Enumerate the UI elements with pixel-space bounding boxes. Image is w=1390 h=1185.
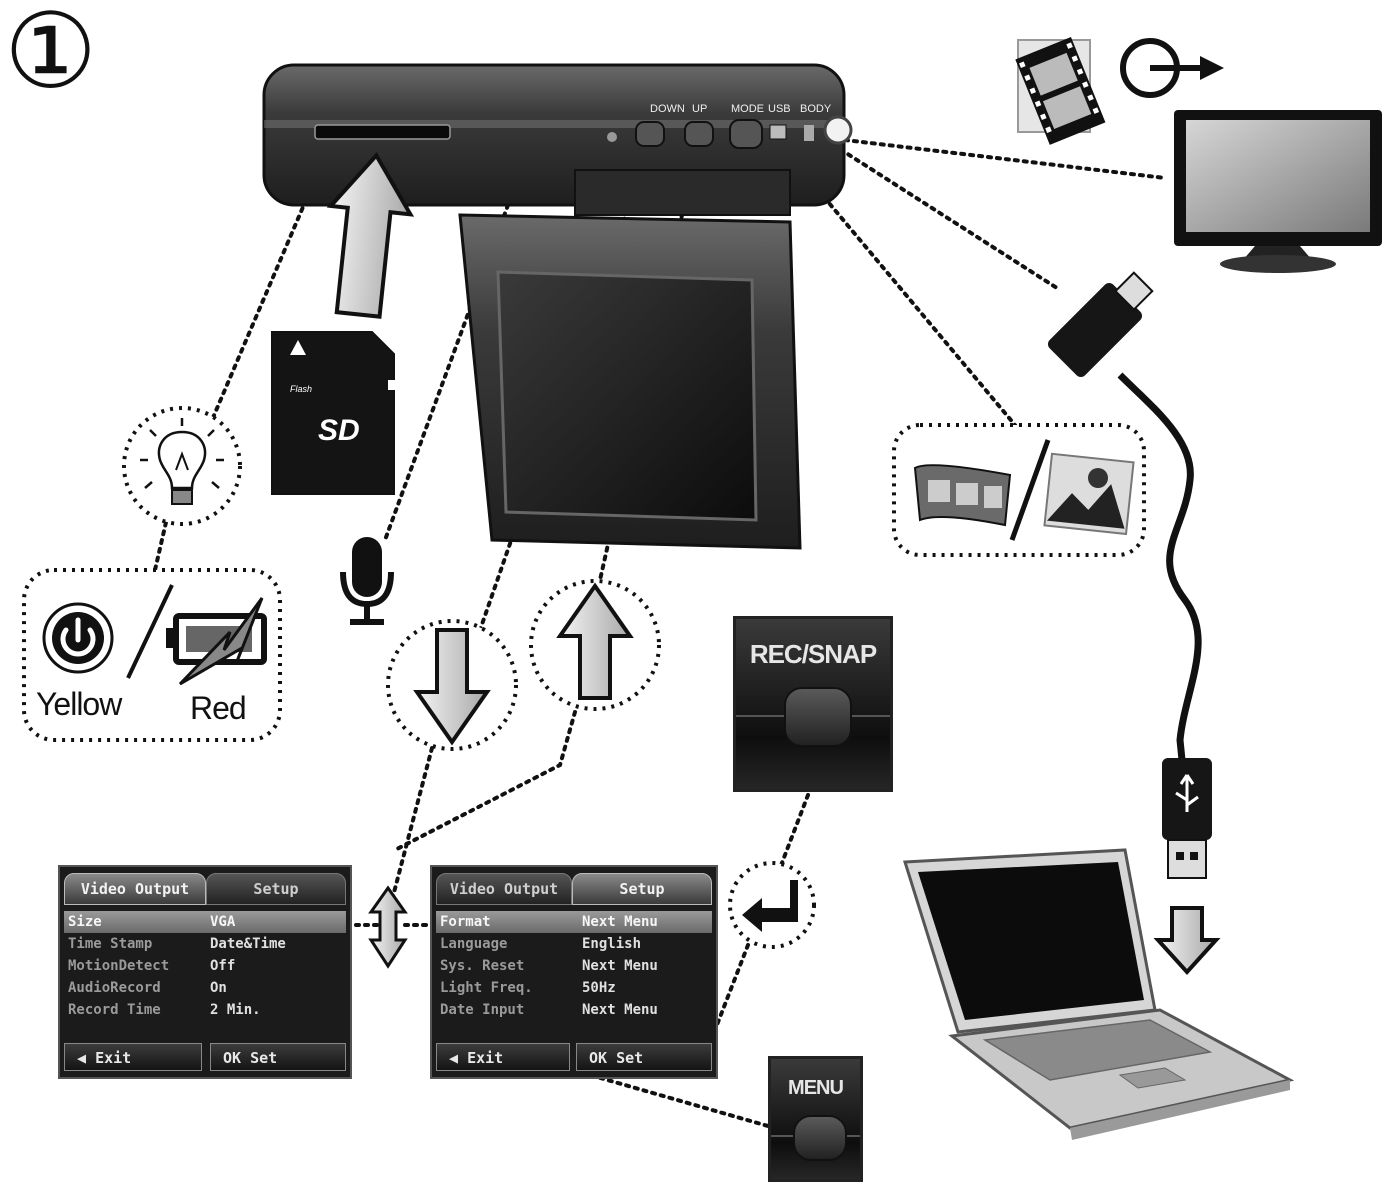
figure-number: ①	[4, 0, 98, 112]
sd-card-label: SD	[318, 414, 360, 447]
insert-arrow-icon	[326, 152, 415, 319]
menu-row[interactable]: Date Input Next Menu	[440, 1002, 658, 1018]
menu-row[interactable]: Size VGA	[64, 911, 346, 933]
tv-monitor-icon	[1174, 110, 1382, 273]
tab-video-output[interactable]: Video Output	[436, 873, 572, 905]
menu-row[interactable]: Language English	[440, 936, 642, 952]
power-led-label: Yellow	[36, 686, 122, 722]
device-label-down: DOWN	[650, 103, 685, 115]
menu-row[interactable]: Sys. Reset Next Menu	[440, 958, 658, 974]
svg-text:Flash: Flash	[290, 384, 312, 394]
laptop-icon	[902, 848, 1295, 1140]
device-label-body: BODY	[800, 103, 832, 115]
slash-divider	[126, 584, 174, 679]
menu-ok-button[interactable]: OK Set	[210, 1043, 346, 1071]
light-bulb-icon	[122, 406, 242, 526]
menu-row[interactable]: Light Freq. 50Hz	[440, 980, 616, 996]
dashcam-device-icon	[262, 63, 853, 550]
menu-exit-button[interactable]: ◀ Exit	[436, 1043, 570, 1071]
rec-snap-label: REC/SNAP	[749, 639, 877, 669]
left-triangle-icon: ◀	[77, 1049, 96, 1067]
updown-arrow-icon	[368, 885, 408, 969]
menu-label: MENU	[788, 1077, 844, 1099]
tv-out-icon	[1120, 38, 1224, 98]
menu-screen-video-output: Video Output Setup Size VGA Time Stamp D…	[58, 865, 352, 1079]
menu-row[interactable]: Format Next Menu	[436, 911, 712, 933]
menu-panel: MENU	[768, 1056, 863, 1182]
menu-row[interactable]: AudioRecord On	[68, 980, 227, 996]
usb-cable-icon	[1047, 271, 1221, 975]
menu-row[interactable]: Time Stamp Date&Time	[68, 936, 286, 952]
device-label-up: UP	[692, 103, 707, 115]
menu-row[interactable]: Record Time 2 Min.	[68, 1002, 261, 1018]
low-battery-icon	[166, 597, 267, 686]
rec-snap-panel: REC/SNAP	[733, 616, 893, 792]
left-triangle-icon: ◀	[449, 1049, 468, 1067]
video-photo-mode-icon	[892, 423, 1146, 557]
down-arrow-icon	[386, 619, 518, 751]
device-label-usb: USB	[768, 103, 791, 115]
battery-led-label: Red	[190, 690, 247, 726]
menu-row[interactable]: MotionDetect Off	[68, 958, 236, 974]
tab-setup[interactable]: Setup	[206, 873, 346, 905]
up-arrow-icon	[529, 579, 661, 711]
enter-arrow-icon	[728, 861, 816, 949]
film-strip-icon	[1015, 37, 1106, 145]
menu-exit-button[interactable]: ◀ Exit	[64, 1043, 202, 1071]
menu-button[interactable]	[793, 1115, 847, 1161]
rec-snap-button[interactable]	[784, 687, 852, 747]
sd-card-icon: Flash	[271, 331, 396, 495]
power-icon	[42, 602, 114, 674]
tab-video-output[interactable]: Video Output	[64, 873, 206, 905]
menu-screen-setup: Video Output Setup Format Next Menu Lang…	[430, 865, 718, 1079]
device-label-mode: MODE	[731, 103, 764, 115]
tab-setup[interactable]: Setup	[572, 873, 712, 905]
menu-ok-button[interactable]: OK Set	[576, 1043, 712, 1071]
microphone-icon	[340, 537, 394, 625]
